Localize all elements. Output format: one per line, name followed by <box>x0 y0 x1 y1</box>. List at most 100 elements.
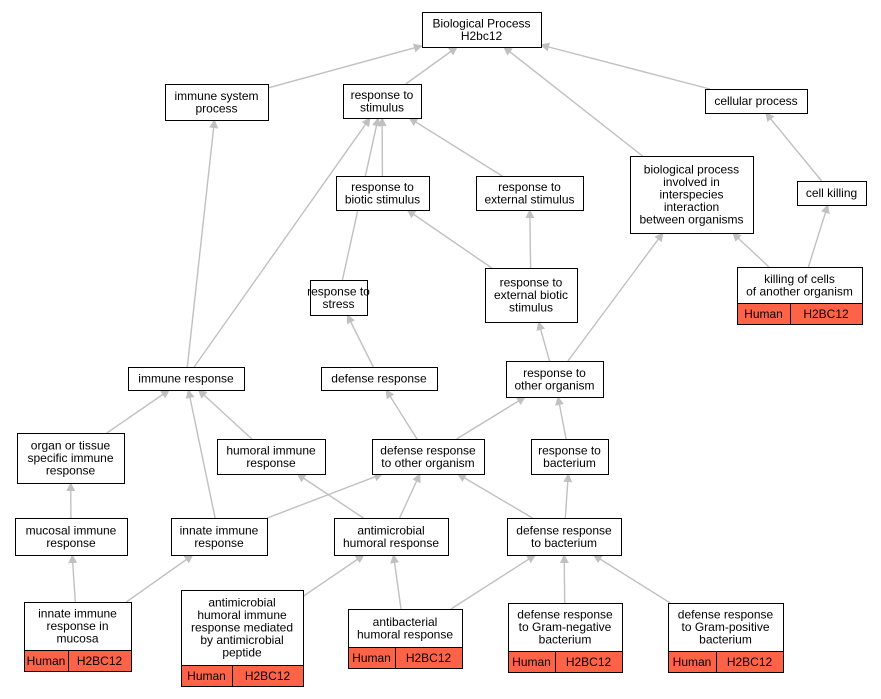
node-label-line: stimulus <box>509 301 553 315</box>
node-label-line: defense response <box>331 372 427 386</box>
node-label-line: response to <box>500 276 563 290</box>
node-label-line: antibacterial <box>373 615 438 629</box>
node-label-line: biotic stimulus <box>345 192 420 206</box>
node-box <box>310 280 368 316</box>
edge-innate-immune-to-defense-to-other-organism <box>266 472 384 519</box>
species-tag-label: Human <box>744 307 783 321</box>
node-box <box>508 603 623 652</box>
node-box <box>336 176 430 211</box>
node-label-line: external stimulus <box>484 192 574 206</box>
node-box <box>737 267 863 304</box>
node-label-line: H2bc12 <box>461 29 503 43</box>
node-box <box>165 84 269 121</box>
node-box <box>485 268 578 323</box>
gene-tag <box>232 665 304 687</box>
node-label-line: involved in <box>663 175 720 189</box>
node-box <box>217 439 326 475</box>
node-label-line: external biotic <box>494 288 568 302</box>
node-defense-response[interactable]: defense response <box>321 367 438 391</box>
node-box <box>128 367 245 391</box>
node-box <box>334 518 449 556</box>
node-label-line: bacterium <box>543 456 596 470</box>
node-label-line: bacterium <box>699 633 752 647</box>
node-box <box>668 603 784 652</box>
node-cellular-process[interactable]: cellular process <box>705 89 808 114</box>
gene-tag-label: H2BC12 <box>77 654 123 668</box>
node-box <box>15 518 128 556</box>
node-label-line: defense response <box>678 608 774 622</box>
node-label-line: stress <box>322 297 354 311</box>
edge-antibacterial-humoral-to-antimicrobial-humoral <box>390 554 402 610</box>
node-label-line: to bacterium <box>531 536 597 550</box>
edge-defense-to-bacterium-to-defense-to-other-organism <box>457 473 533 519</box>
node-label-line: antimicrobial <box>208 596 275 610</box>
node-box <box>476 176 584 211</box>
node-label-line: process <box>195 101 237 115</box>
node-label-line: response to <box>307 284 370 298</box>
edge-antibacterial-humoral-to-defense-to-bacterium <box>450 554 536 610</box>
node-cell-killing[interactable]: cell killing <box>797 181 867 206</box>
edge-antimicrobial-humoral-to-defense-to-other-organism <box>398 473 421 519</box>
node-label-line: humoral response <box>343 536 439 550</box>
node-label-line: cell killing <box>806 186 857 200</box>
node-label-line: other organism <box>514 378 594 392</box>
node-label-line: response <box>46 536 96 550</box>
gene-tag-label: H2BC12 <box>245 669 291 683</box>
gene-tag <box>716 651 784 673</box>
node-label-line: humoral immune <box>226 443 316 457</box>
node-label-line: between organisms <box>639 213 743 227</box>
gene-tag-label: H2BC12 <box>566 655 612 669</box>
node-label-line: specific immune <box>27 451 113 465</box>
edge-defense-gram-positive-to-defense-to-bacterium <box>592 554 671 604</box>
edge-response-to-bacterium-to-response-to-other-organism <box>555 396 567 440</box>
node-immune-response[interactable]: immune response <box>128 367 245 391</box>
edge-defense-to-other-organism-to-defense-response <box>385 389 418 440</box>
node-box <box>422 12 542 48</box>
node-label-line: response <box>194 536 244 550</box>
node-label-line: to other organism <box>381 456 474 470</box>
node-label-line: response to <box>351 180 414 194</box>
node-label-line: to Gram-positive <box>681 620 769 634</box>
species-tag-label: Human <box>27 654 66 668</box>
edge-response-to-other-organism-to-response-to-external-biotic <box>536 321 551 362</box>
node-box <box>348 609 463 648</box>
gene-tag-label: H2BC12 <box>803 307 849 321</box>
node-box <box>797 181 867 206</box>
edge-innate-immune-to-immune-response <box>185 389 216 519</box>
node-label-line: killing of cells <box>764 272 835 286</box>
edge-innate-in-mucosa-to-innate-immune <box>125 554 194 603</box>
edge-response-to-other-organism-to-interspecies-interaction <box>567 232 664 362</box>
node-label-line: antimicrobial <box>357 523 424 537</box>
edge-defense-response-to-response-to-stress <box>346 314 374 368</box>
edge-immune-response-to-immune-system-process <box>186 119 219 368</box>
gene-tag <box>790 303 863 325</box>
edge-immune-system-process-to-root <box>267 43 423 89</box>
edge-innate-in-mucosa-to-mucosal-immune <box>68 554 78 603</box>
node-label-line: biological process <box>644 163 739 177</box>
